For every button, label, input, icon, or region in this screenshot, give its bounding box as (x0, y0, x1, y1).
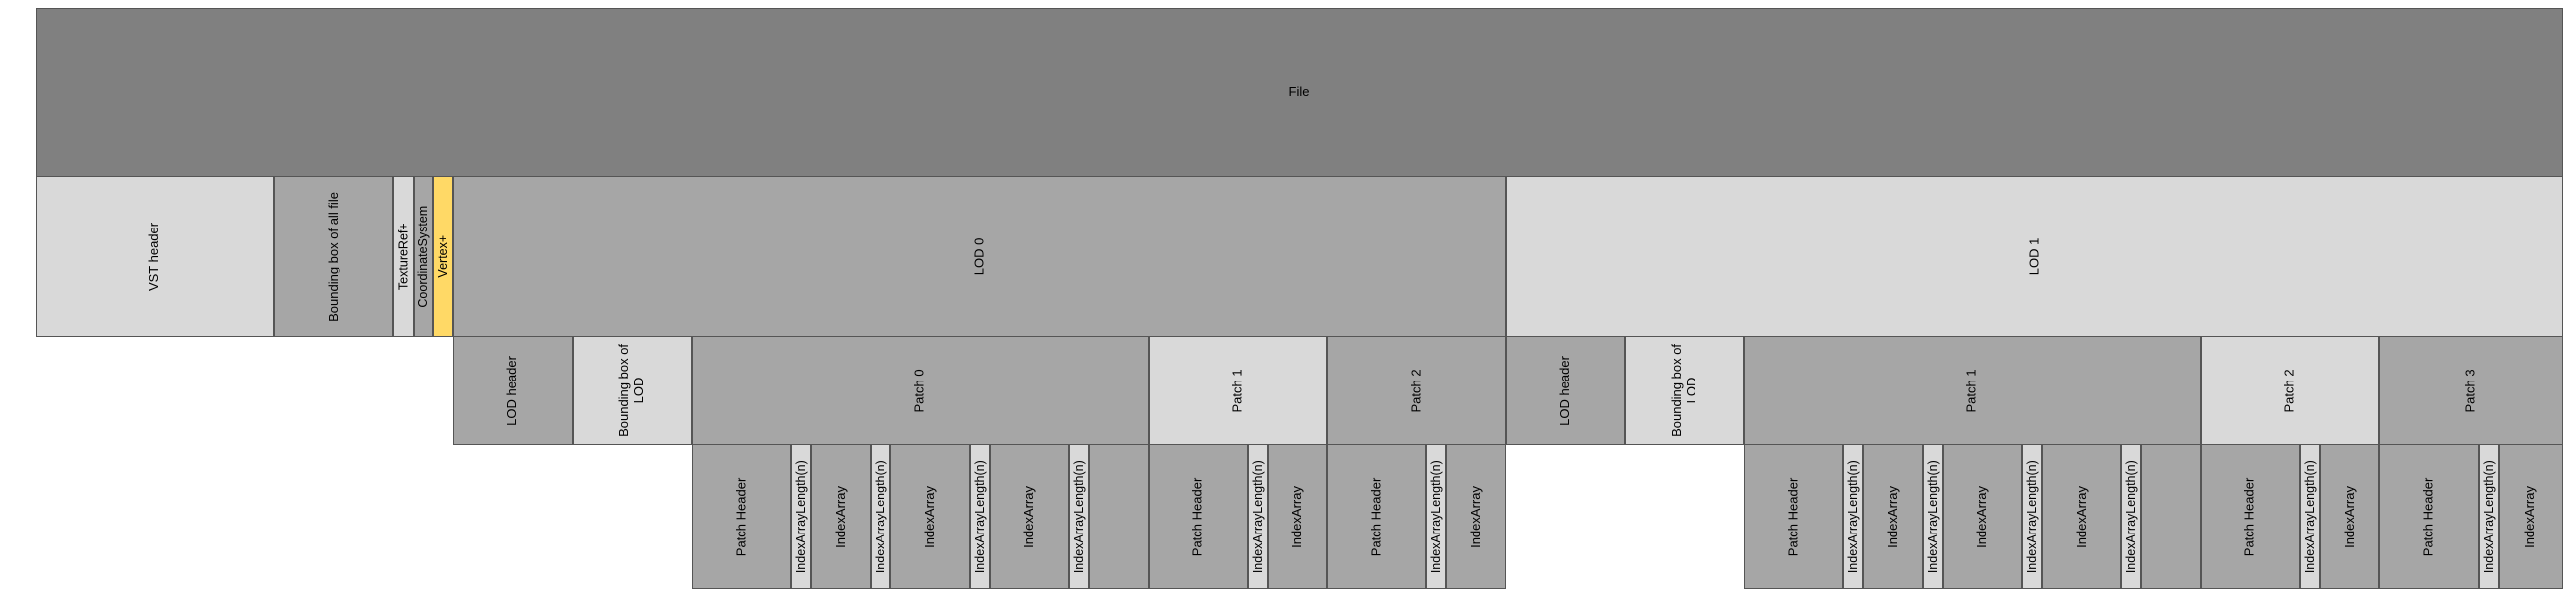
lod0-p0-ial-4-label: IndexArrayLength(n) (1071, 460, 1086, 573)
lod1-p1-ial-4-block: IndexArrayLength(n) (2121, 444, 2141, 589)
vst-header-label: VST header (146, 222, 162, 291)
lod1-p2-patch-header-label: Patch Header (2241, 477, 2257, 556)
texture-ref-block: TextureRef+ (393, 176, 414, 337)
lod1-p1-index-array-2-block: IndexArray (1943, 444, 2022, 589)
lod1-p3-index-array-1-label: IndexArray (2522, 485, 2538, 548)
lod0-p0-ial-2-block: IndexArrayLength(n) (871, 444, 890, 589)
bounding-box-all-file-label: Bounding box of all file (325, 191, 340, 322)
coordinate-system-label: CoordinateSystem (416, 205, 431, 308)
lod0-p0-ial-3-label: IndexArrayLength(n) (972, 460, 987, 573)
file-block: File (36, 8, 2563, 177)
lod0-p0-index-array-3-label: IndexArray (1020, 485, 1036, 548)
lod1-header-block: LOD header (1506, 336, 1625, 445)
lod-1-block: LOD 1 (1506, 176, 2563, 337)
lod0-patch-1-label: Patch 1 (1229, 368, 1245, 413)
lod0-patch-0-block: Patch 0 (692, 336, 1149, 445)
lod0-p1-ial-1-label: IndexArrayLength(n) (1250, 460, 1265, 573)
lod1-p3-ial-1-label: IndexArrayLength(n) (2481, 460, 2496, 573)
lod1-p3-index-array-1-block: IndexArray (2499, 444, 2563, 589)
lod1-patch-1-block: Patch 1 (1744, 336, 2201, 445)
lod1-bounding-box-block: Bounding box of LOD (1625, 336, 1744, 445)
lod1-p1-index-array-1-label: IndexArray (1884, 485, 1900, 548)
lod-0-label: LOD 0 (971, 237, 987, 275)
lod1-patch-2-label: Patch 2 (2281, 368, 2297, 413)
lod1-patch-3-block: Patch 3 (2379, 336, 2563, 445)
lod1-patch-3-label: Patch 3 (2463, 368, 2479, 413)
coordinate-system-block: CoordinateSystem (414, 176, 433, 337)
lod0-header-label: LOD header (504, 355, 520, 426)
lod0-p2-ial-1-block: IndexArrayLength(n) (1426, 444, 1446, 589)
lod0-p0-ial-4-block: IndexArrayLength(n) (1069, 444, 1089, 589)
vst-header-block: VST header (36, 176, 274, 337)
lod1-p3-patch-header-block: Patch Header (2379, 444, 2479, 589)
lod1-p1-ial-2-label: IndexArrayLength(n) (1925, 460, 1940, 573)
lod1-p1-index-array-3-label: IndexArray (2073, 485, 2089, 548)
lod0-p0-ial-3-block: IndexArrayLength(n) (970, 444, 990, 589)
lod0-p0-ial-2-label: IndexArrayLength(n) (873, 460, 887, 573)
lod0-p0-patch-header-label: Patch Header (733, 477, 748, 556)
lod1-p1-index-array-2-label: IndexArray (1973, 485, 1989, 548)
lod0-p2-patch-header-block: Patch Header (1327, 444, 1426, 589)
lod1-p3-patch-header-label: Patch Header (2420, 477, 2436, 556)
lod0-p0-index-array-1-block: IndexArray (811, 444, 871, 589)
vertex-block: Vertex+ (433, 176, 453, 337)
lod1-p2-index-array-1-label: IndexArray (2341, 485, 2357, 548)
lod1-p1-ial-3-block: IndexArrayLength(n) (2022, 444, 2042, 589)
lod-1-label: LOD 1 (2026, 237, 2042, 275)
lod0-p1-index-array-1-block: IndexArray (1268, 444, 1327, 589)
lod0-bounding-box-block: Bounding box of LOD (573, 336, 692, 445)
lod1-p2-ial-1-label: IndexArrayLength(n) (2302, 460, 2317, 573)
lod0-p1-index-array-1-label: IndexArray (1288, 485, 1304, 548)
lod0-p0-patch-header-block: Patch Header (692, 444, 791, 589)
lod1-p2-ial-1-block: IndexArrayLength(n) (2300, 444, 2320, 589)
lod1-p1-index-array-1-block: IndexArray (1863, 444, 1923, 589)
bounding-box-all-file-block: Bounding box of all file (274, 176, 393, 337)
lod1-p1-patch-header-block: Patch Header (1744, 444, 1843, 589)
lod1-header-label: LOD header (1557, 355, 1572, 426)
lod0-patch-0-label: Patch 0 (911, 368, 927, 413)
lod0-p0-ial-1-block: IndexArrayLength(n) (791, 444, 811, 589)
lod0-p0-index-array-2-label: IndexArray (921, 485, 937, 548)
lod0-p2-patch-header-label: Patch Header (1368, 477, 1384, 556)
vertex-label: Vertex+ (435, 234, 450, 278)
lod0-p2-index-array-1-block: IndexArray (1446, 444, 1506, 589)
lod1-p1-index-array-3-block: IndexArray (2042, 444, 2121, 589)
lod1-patch-1-label: Patch 1 (1964, 368, 1979, 413)
lod0-patch-1-block: Patch 1 (1149, 336, 1327, 445)
lod-0-block: LOD 0 (453, 176, 1506, 337)
lod0-p2-ial-1-label: IndexArrayLength(n) (1428, 460, 1443, 573)
lod1-p1-ial-3-label: IndexArrayLength(n) (2024, 460, 2039, 573)
lod0-p1-patch-header-label: Patch Header (1189, 477, 1205, 556)
lod0-p0-index-array-2-block: IndexArray (890, 444, 970, 589)
lod1-p2-index-array-1-block: IndexArray (2320, 444, 2379, 589)
lod1-p1-patch-header-label: Patch Header (1785, 477, 1801, 556)
lod1-p1-tail-block (2141, 444, 2201, 589)
lod0-p1-ial-1-block: IndexArrayLength(n) (1248, 444, 1268, 589)
lod1-p2-patch-header-block: Patch Header (2201, 444, 2300, 589)
lod0-p0-index-array-1-label: IndexArray (832, 485, 848, 548)
texture-ref-label: TextureRef+ (396, 223, 411, 290)
lod0-patch-2-label: Patch 2 (1408, 368, 1424, 413)
lod0-p0-ial-1-label: IndexArrayLength(n) (793, 460, 808, 573)
lod0-p2-index-array-1-label: IndexArray (1467, 485, 1483, 548)
lod0-p1-patch-header-block: Patch Header (1149, 444, 1248, 589)
lod1-p3-ial-1-block: IndexArrayLength(n) (2479, 444, 2499, 589)
lod0-header-block: LOD header (453, 336, 573, 445)
lod1-patch-2-block: Patch 2 (2201, 336, 2379, 445)
file-label: File (1288, 83, 1310, 99)
lod0-p0-tail-block (1089, 444, 1149, 589)
lod1-p1-ial-1-block: IndexArrayLength(n) (1843, 444, 1863, 589)
lod0-p0-index-array-3-block: IndexArray (990, 444, 1069, 589)
lod1-p1-ial-4-label: IndexArrayLength(n) (2123, 460, 2138, 573)
lod1-p1-ial-2-block: IndexArrayLength(n) (1923, 444, 1943, 589)
lod0-bounding-box-label: Bounding box of LOD (616, 344, 646, 437)
lod1-p1-ial-1-label: IndexArrayLength(n) (1845, 460, 1860, 573)
lod1-bounding-box-label: Bounding box of LOD (1669, 344, 1698, 437)
lod0-patch-2-block: Patch 2 (1327, 336, 1506, 445)
